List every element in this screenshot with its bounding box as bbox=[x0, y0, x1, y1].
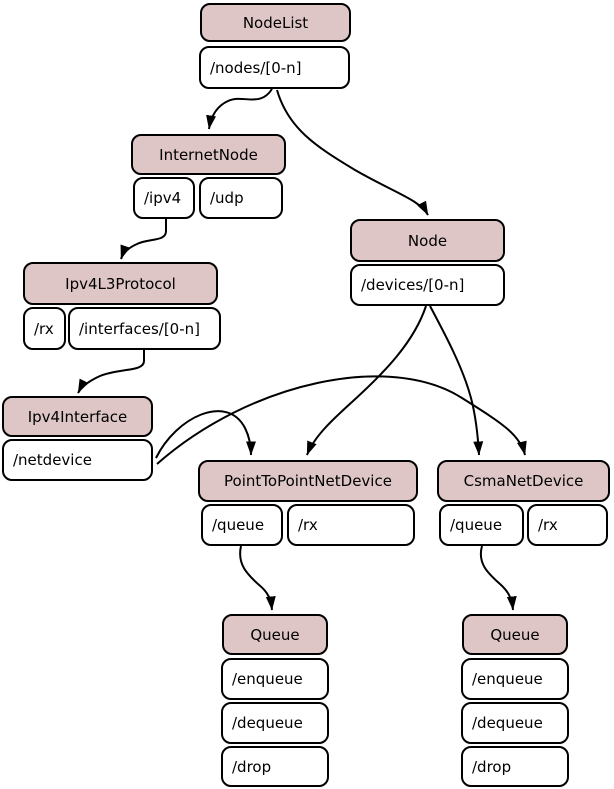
edge-csmaqueue-queue bbox=[479, 545, 517, 611]
node-queue-right-row-dequeue: /dequeue bbox=[461, 702, 569, 744]
edge-devices-p2pnetdevice bbox=[306, 305, 427, 456]
node-queue-left-header: Queue bbox=[222, 614, 328, 655]
node-queue-right-row-drop: /drop bbox=[461, 746, 569, 787]
edge-nodelist-node bbox=[276, 89, 429, 216]
node-ipv4l3protocol-row-rx: /rx bbox=[23, 307, 66, 350]
edge-nodelist-internetnode bbox=[206, 88, 273, 130]
node-queue-right-row-enqueue: /enqueue bbox=[461, 658, 569, 700]
node-queue-left-row-drop: /drop bbox=[221, 746, 329, 787]
edge-interfaces-ipv4interface bbox=[77, 350, 145, 394]
edge-netdevice-p2pnetdevice bbox=[155, 410, 256, 459]
node-csmanetdevice-row-queue: /queue bbox=[439, 504, 524, 546]
node-internetnode-row-ipv4: /ipv4 bbox=[133, 177, 195, 219]
node-node-row-devices: /devices/[0-n] bbox=[350, 264, 505, 306]
node-csmanetdevice-header: CsmaNetDevice bbox=[437, 460, 610, 502]
node-queue-left-row-enqueue: /enqueue bbox=[221, 658, 329, 700]
node-ipv4l3protocol-row-interfaces: /interfaces/[0-n] bbox=[68, 307, 221, 350]
node-internetnode-row-udp: /udp bbox=[199, 177, 283, 219]
node-ipv4interface-header: Ipv4Interface bbox=[2, 396, 153, 437]
node-queue-right-header: Queue bbox=[462, 614, 568, 655]
edge-netdevice-csmanetdevice bbox=[156, 375, 527, 465]
edge-p2pqueue-queue bbox=[239, 545, 276, 611]
node-nodelist-header: NodeList bbox=[200, 3, 351, 42]
node-p2pnetdevice-header: PointToPointNetDevice bbox=[198, 460, 418, 502]
node-queue-left-row-dequeue: /dequeue bbox=[221, 702, 329, 744]
node-p2pnetdevice-row-queue: /queue bbox=[201, 504, 283, 546]
node-p2pnetdevice-row-rx: /rx bbox=[287, 504, 415, 546]
node-node-header: Node bbox=[350, 219, 505, 262]
edge-ipv4-ipv4l3protocol bbox=[120, 219, 167, 260]
node-ipv4l3protocol-header: Ipv4L3Protocol bbox=[23, 262, 218, 305]
node-ipv4interface-row-netdevice: /netdevice bbox=[2, 439, 153, 481]
node-nodelist-row-nodes: /nodes/[0-n] bbox=[199, 46, 350, 89]
node-csmanetdevice-row-rx: /rx bbox=[527, 504, 608, 546]
node-internetnode-header: InternetNode bbox=[131, 134, 286, 175]
edge-devices-csmanetdevice bbox=[429, 305, 484, 456]
